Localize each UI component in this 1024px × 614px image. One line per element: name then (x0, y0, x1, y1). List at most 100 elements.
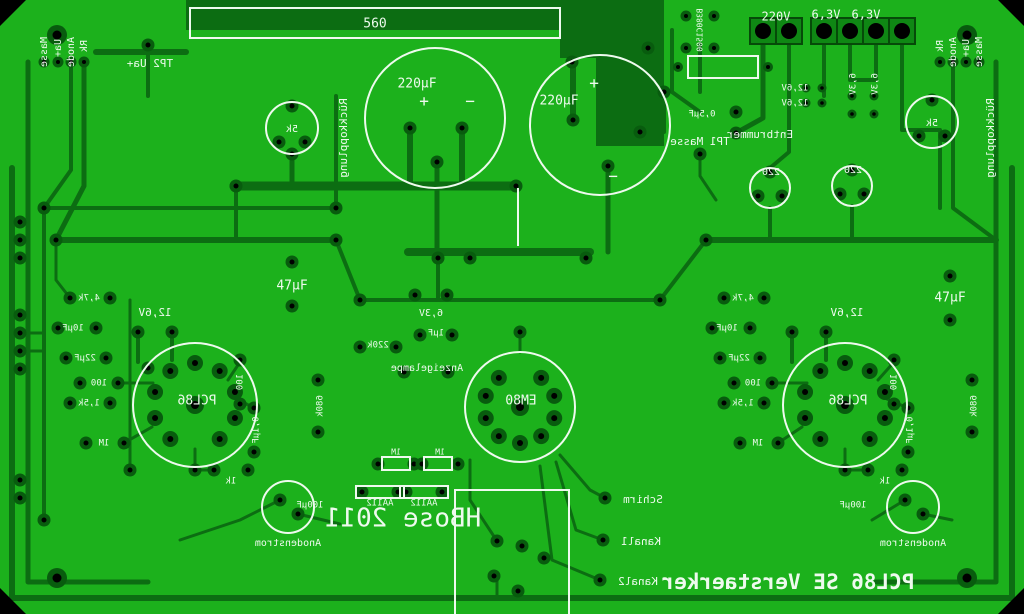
corner-cutout-tl (0, 0, 26, 26)
hum-pot-outline-2 (831, 165, 873, 207)
copper-layer (9, 0, 1015, 601)
copper-trace (951, 60, 998, 242)
solder-pad (943, 313, 957, 327)
solder-pad (757, 396, 771, 410)
trimpot-outline-right (905, 95, 959, 149)
silkscreen-label: Anodenstrom (880, 538, 946, 549)
solder-pad (99, 351, 113, 365)
solder-pad (355, 485, 369, 499)
filter-cap-outline-2 (529, 54, 671, 196)
solder-pad (78, 56, 90, 68)
silkscreen-label: 1M (98, 439, 109, 449)
solder-pad (311, 373, 325, 387)
silkscreen-label: 1M (391, 448, 401, 457)
resistor-1m-outline-2 (423, 456, 453, 471)
terminal-blocks (749, 17, 916, 45)
solder-pad (838, 463, 852, 477)
solder-pad (837, 355, 853, 371)
solder-pad (713, 351, 727, 365)
solder-pad (408, 288, 422, 302)
solder-pad (847, 91, 857, 101)
solder-pad (211, 430, 228, 447)
solder-pad (229, 179, 243, 193)
solder-pad (188, 463, 202, 477)
trimpot-outline-left (265, 101, 319, 155)
silkscreen-label: 5k (926, 118, 938, 129)
solder-pad (797, 384, 814, 401)
solder-pad (537, 551, 551, 565)
silkscreen-label: Kanal2 (618, 575, 658, 588)
corner-cutout-br (998, 588, 1024, 614)
silkscreen-label: 4,7k (732, 294, 754, 304)
silkscreen-label: 680k (970, 395, 980, 417)
solder-pad (598, 491, 612, 505)
solder-pad (440, 288, 454, 302)
copper-trace (178, 498, 282, 542)
solder-pad (705, 321, 719, 335)
solder-pad (63, 291, 77, 305)
solder-pad (861, 463, 875, 477)
solder-pad (187, 355, 203, 371)
solder-pad (211, 363, 228, 380)
solder-pad (717, 291, 731, 305)
solder-pad (729, 126, 743, 140)
solder-pad (329, 201, 343, 215)
silkscreen-label: 10µF (716, 324, 738, 334)
solder-pad (162, 363, 179, 380)
solder-pad (13, 233, 27, 247)
silkscreen-label: Anode (66, 37, 77, 67)
solder-pad (546, 410, 563, 427)
solder-pad (147, 384, 164, 401)
solder-pad (965, 373, 979, 387)
screw-terminal (862, 17, 890, 45)
solder-pad (59, 351, 73, 365)
solder-pad (876, 409, 893, 426)
solder-pad (291, 507, 305, 521)
solder-pad (869, 91, 879, 101)
solder-pad (533, 369, 550, 386)
silkscreen-label: 47µF (276, 279, 307, 294)
silkscreen-label: 1M (752, 439, 763, 449)
resistor-560-outline (189, 7, 561, 39)
solder-pad (285, 255, 299, 269)
solder-pad (916, 507, 930, 521)
solder-pad (52, 56, 64, 68)
heater-label-1: 6,3V (812, 8, 841, 22)
silkscreen-label: 1M (435, 448, 445, 457)
solder-pad (753, 351, 767, 365)
solder-pad (861, 430, 878, 447)
solder-pad (633, 125, 647, 139)
solder-pad (833, 187, 847, 201)
solder-pad (273, 493, 287, 507)
copper-trace (296, 512, 342, 526)
silkscreen-label: − (608, 167, 618, 186)
silkscreen-label: 1k (225, 477, 236, 487)
solder-pad (298, 135, 312, 149)
copper-trace (768, 42, 791, 170)
solder-pad (801, 83, 811, 93)
corner-cutout-bl (0, 588, 26, 614)
silkscreen-label: Entbrummer (727, 128, 794, 141)
copper-trace (698, 152, 718, 202)
cathode-cap-outline-left (261, 480, 315, 534)
silkscreen-label: 6,3V (419, 308, 443, 319)
solder-pad (887, 397, 901, 411)
solder-pad (63, 396, 77, 410)
solder-pad (47, 25, 67, 45)
power-label-220v: 220V (762, 10, 791, 24)
solder-pad (817, 83, 827, 93)
solder-pad (490, 428, 507, 445)
copper-trace (848, 42, 878, 82)
copper-trace (25, 59, 151, 585)
silkscreen-label: + (419, 92, 429, 111)
tube-socket-outline-left (132, 342, 258, 468)
solder-pad (836, 396, 854, 414)
silkscreen-label: Schirm (623, 493, 663, 506)
silkscreen-label: 100 (91, 379, 107, 389)
copper-trace (9, 165, 1015, 601)
solder-pad (579, 251, 593, 265)
silkscreen-label: 1,5k (732, 399, 754, 409)
silkscreen-layer (132, 7, 959, 614)
solder-pad (477, 387, 494, 404)
silkscreen-label: 6,3V (849, 73, 859, 95)
